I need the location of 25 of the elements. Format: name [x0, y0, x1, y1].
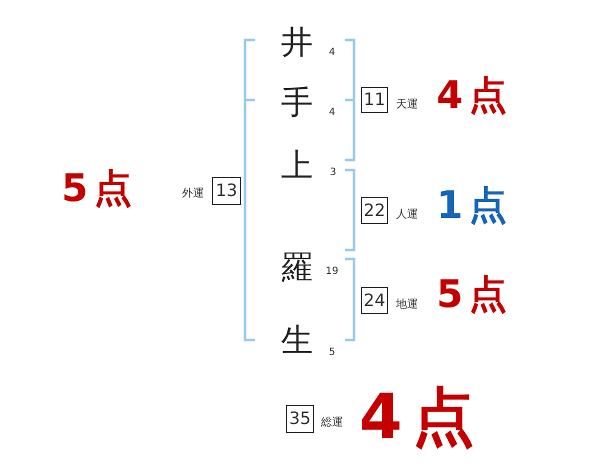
stroke-count: 5 — [328, 348, 336, 358]
fortune-name: 地運 — [396, 298, 418, 310]
name-character: 羅 — [281, 251, 313, 283]
name-character: 井 — [281, 26, 313, 58]
score-text: 1点 — [436, 186, 514, 224]
score-text: 5点 — [436, 275, 514, 313]
fortune-name: 人運 — [396, 208, 418, 220]
score-text: 4点 — [436, 76, 514, 114]
score-text: 5点 — [61, 169, 139, 207]
fortune-name: 総運 — [321, 416, 343, 428]
stroke-count: 3 — [330, 168, 336, 178]
stroke-count: 4 — [328, 48, 336, 58]
number-box: 22 — [361, 197, 388, 224]
fortune-name: 天運 — [396, 98, 418, 110]
fortune-name: 外運 — [182, 188, 204, 198]
stroke-count: 19 — [326, 267, 338, 277]
name-character: 生 — [281, 324, 313, 356]
score-text: 4点 — [359, 386, 485, 448]
name-character: 手 — [281, 86, 313, 118]
number-box: 11 — [361, 87, 388, 113]
number-box: 24 — [361, 287, 388, 314]
number-box: 35 — [286, 405, 314, 433]
stroke-count: 4 — [328, 108, 336, 118]
name-character: 上 — [281, 149, 313, 181]
number-box: 13 — [212, 177, 241, 205]
